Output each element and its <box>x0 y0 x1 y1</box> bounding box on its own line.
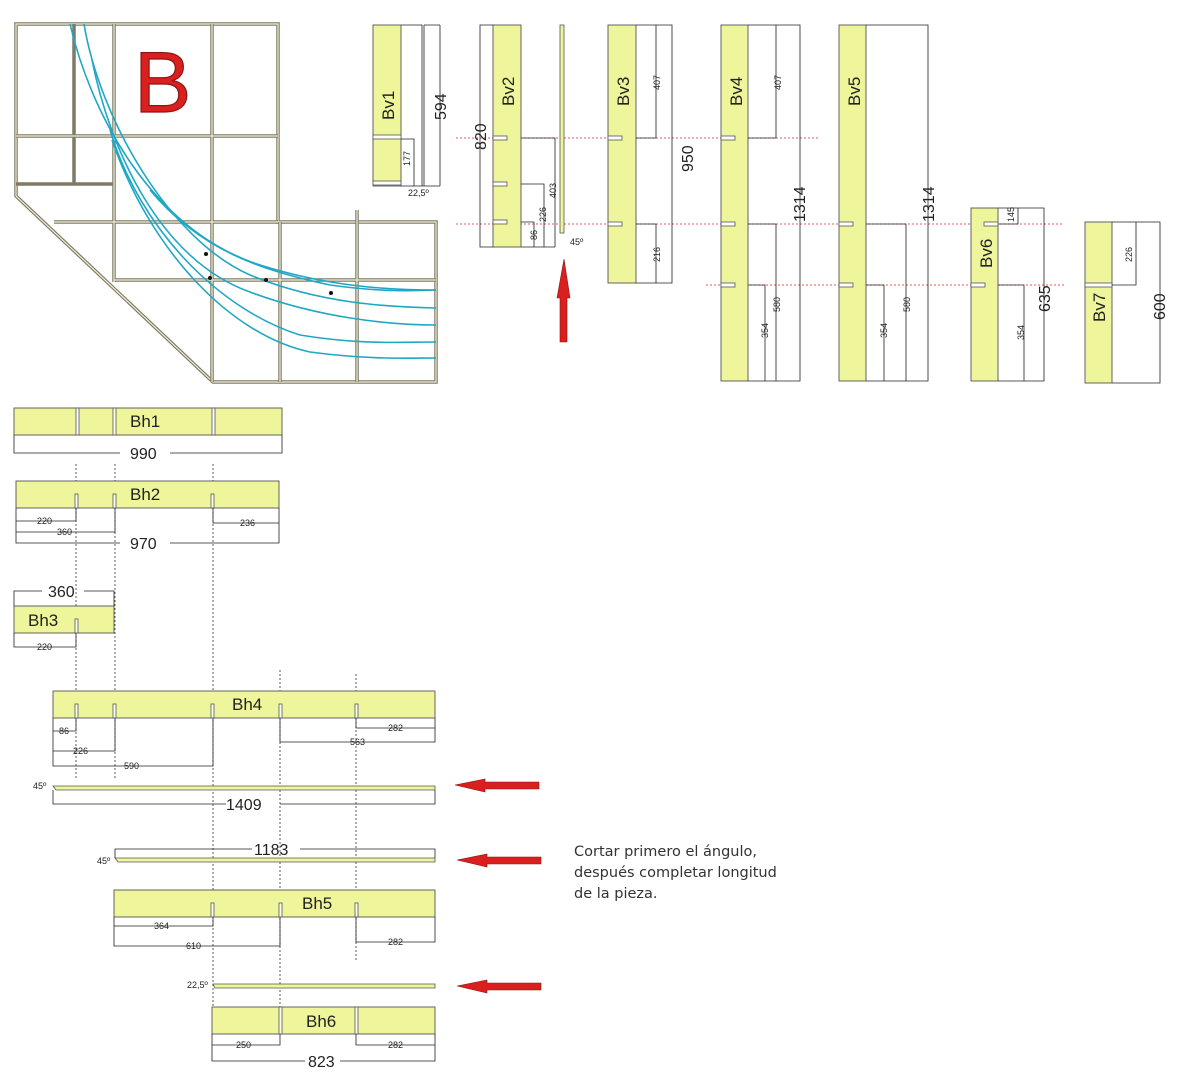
arrow-left-3 <box>456 979 542 994</box>
plan-view: B <box>14 22 438 384</box>
bh2-dim-220: 220 <box>37 516 52 526</box>
piece-bh1: Bh1 990 <box>13 407 283 463</box>
strip-1183: 45º 1183 <box>97 842 542 868</box>
bh6-dim-total: 823 <box>308 1054 335 1071</box>
bv4-dim-total: 1314 <box>792 186 809 222</box>
bv7-label: Bv7 <box>1090 293 1109 322</box>
bv1-dim-notch: 177 <box>402 151 412 166</box>
piece-bv7: Bv7 600 226 <box>1084 221 1169 384</box>
bv6-dim-145: 145 <box>1006 207 1016 222</box>
bv4-dim-354: 354 <box>760 323 770 338</box>
bv1-label: Bv1 <box>379 91 398 120</box>
piece-bv1: Bv1 594 177 22,5º <box>372 24 450 198</box>
plan-frame <box>14 22 438 384</box>
cutting-note: Cortar primero el ángulo, después comple… <box>574 842 834 905</box>
bh5-dim-364: 364 <box>154 921 169 931</box>
bh3-dim-total: 360 <box>48 584 75 601</box>
bh1-dim-total: 990 <box>130 446 157 463</box>
alignment-lines <box>75 464 357 1010</box>
bv7-dim-226: 226 <box>1124 247 1134 262</box>
note-line-2: después completar longitud <box>574 865 777 881</box>
bh3-label: Bh3 <box>28 611 58 630</box>
note-line-3: de la pieza. <box>574 886 658 902</box>
bv4-label: Bv4 <box>727 77 746 106</box>
arrow-left-2 <box>456 853 542 868</box>
arrow-left-1 <box>454 778 540 793</box>
bv4-dim-580: 580 <box>772 297 782 312</box>
strip1-angle: 45º <box>33 781 47 791</box>
bh6-label: Bh6 <box>306 1012 336 1031</box>
piece-bh5: Bh5 364 610 282 <box>113 889 436 951</box>
bh4-label: Bh4 <box>232 695 262 714</box>
bv3-dim-216: 216 <box>652 247 662 262</box>
bv7-dim-total: 600 <box>1152 293 1169 320</box>
bv2-dim-total: 820 <box>473 123 490 150</box>
bh6-dim-250: 250 <box>236 1040 251 1050</box>
bh6-dim-282: 282 <box>388 1040 403 1050</box>
piece-bv2: Bv2 820 403 226 86 45º <box>473 24 584 248</box>
bv2-angle: 45º <box>570 237 584 247</box>
strip2-length: 1183 <box>254 842 289 859</box>
bh5-dim-282: 282 <box>388 937 403 947</box>
note-line-1: Cortar primero el ángulo, <box>574 844 757 860</box>
arrow-up <box>556 258 571 343</box>
track-lines <box>69 23 437 360</box>
bv6-dim-total: 635 <box>1037 285 1054 312</box>
bh4-dim-282: 282 <box>388 723 403 733</box>
bh1-label: Bh1 <box>130 412 160 431</box>
bv5-dim-580: 580 <box>902 297 912 312</box>
bv5-label: Bv5 <box>845 77 864 106</box>
bv3-dim-total: 950 <box>680 145 697 172</box>
bh2-dim-total: 970 <box>130 536 157 553</box>
bv3-dim-407: 407 <box>652 75 662 90</box>
piece-bh2: Bh2 970 220 360 236 <box>15 480 280 553</box>
section-letter: B <box>134 35 191 131</box>
bh5-label: Bh5 <box>302 894 332 913</box>
bv6-label: Bv6 <box>977 239 996 268</box>
piece-bh3: Bh3 360 220 <box>13 584 115 652</box>
strip2-angle: 45º <box>97 856 111 866</box>
piece-bh6: Bh6 823 250 282 <box>211 1006 436 1071</box>
piece-bv6: Bv6 635 145 354 <box>970 207 1054 382</box>
piece-bv5: Bv5 1314 580 354 <box>838 24 938 382</box>
strip3-angle: 22,5º <box>187 980 209 990</box>
bv6-dim-354: 354 <box>1016 325 1026 340</box>
bh2-dim-360: 360 <box>57 527 72 537</box>
bv2-label: Bv2 <box>499 77 518 106</box>
bh3-dim-220: 220 <box>37 642 52 652</box>
bv5-dim-354: 354 <box>879 323 889 338</box>
bv2-dim-86: 86 <box>529 230 539 240</box>
bv3-label: Bv3 <box>614 77 633 106</box>
piece-bv3: Bv3 950 407 216 <box>607 24 697 284</box>
bh2-label: Bh2 <box>130 485 160 504</box>
piece-bv4: Bv4 1314 407 580 354 <box>720 24 809 382</box>
piece-bh4: Bh4 86 226 590 563 282 <box>52 690 436 771</box>
bv2-dim-403: 403 <box>548 183 558 198</box>
bv2-dim-226: 226 <box>538 207 548 222</box>
bv5-dim-total: 1314 <box>921 186 938 222</box>
bv1-dim-total: 594 <box>433 93 450 120</box>
bh4-dim-226: 226 <box>73 746 88 756</box>
bh2-dim-236: 236 <box>240 518 255 528</box>
bh4-dim-563: 563 <box>350 737 365 747</box>
strip-22-5: 22,5º <box>187 979 542 994</box>
strip-1409: 45º 1409 <box>33 778 540 814</box>
bv4-dim-407: 407 <box>773 75 783 90</box>
bv1-angle: 22,5º <box>408 188 430 198</box>
bh5-dim-610: 610 <box>186 941 201 951</box>
bh4-dim-86: 86 <box>59 726 69 736</box>
bh4-dim-590: 590 <box>124 761 139 771</box>
strip1-length: 1409 <box>226 797 262 814</box>
